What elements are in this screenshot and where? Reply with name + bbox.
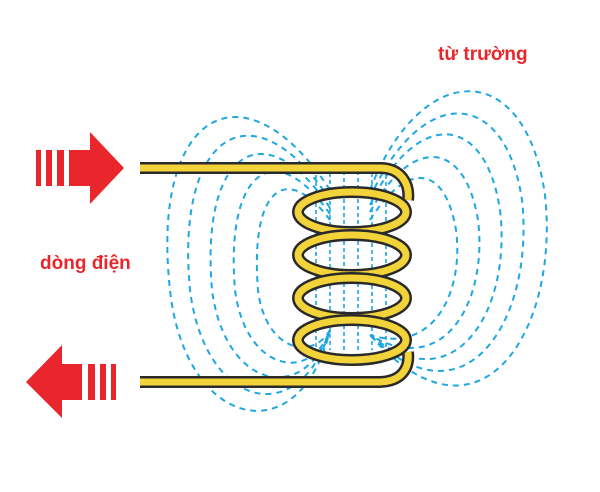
coil-turn: [294, 316, 410, 364]
field-line: [369, 90, 548, 387]
field-line: [255, 188, 331, 349]
current-label: dòng điện: [40, 253, 131, 274]
arrow-left-icon: [26, 345, 116, 418]
wire-bottom: [140, 351, 412, 386]
field-line: [369, 112, 525, 372]
field-line: [209, 152, 331, 379]
arrow-right-icon: [36, 132, 124, 204]
field-line: [369, 177, 459, 340]
magnetic-field-lines-left: [166, 116, 331, 412]
coil-turns: [292, 186, 412, 366]
coil-wire: [140, 162, 415, 388]
magnetic-field-label: từ trường: [438, 44, 528, 65]
magnetic-field-lines-right: [369, 90, 548, 387]
field-line: [369, 133, 503, 360]
field-line: [369, 156, 481, 349]
wire-top: [140, 164, 412, 201]
field-line: [187, 134, 331, 395]
